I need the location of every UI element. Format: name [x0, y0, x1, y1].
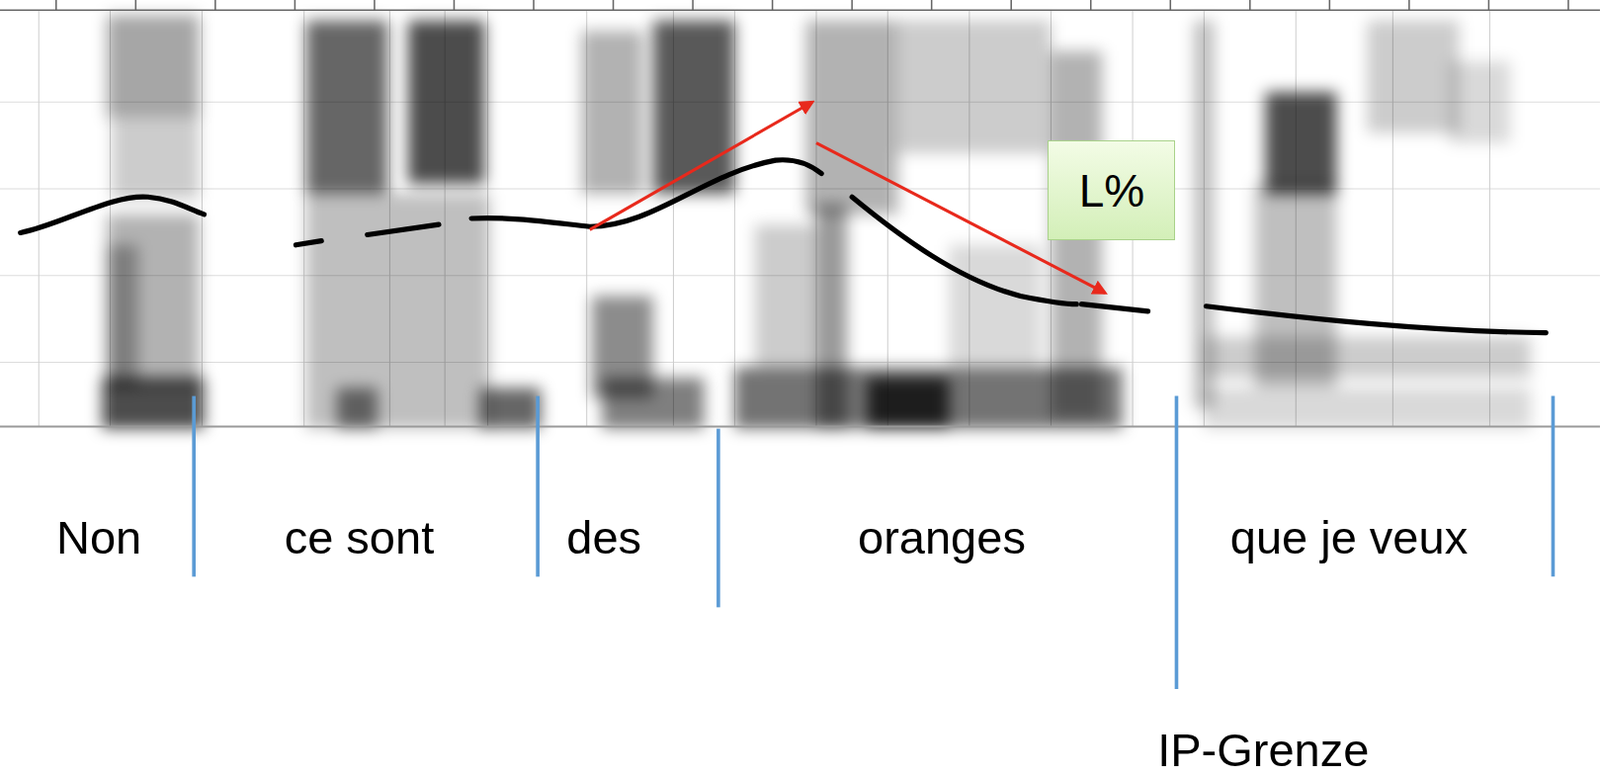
- word-label: ce sont: [284, 511, 435, 564]
- tone-label: L%: [1079, 164, 1145, 218]
- word-label: que je veux: [1230, 511, 1468, 564]
- word-label: des: [566, 511, 642, 564]
- boundary-label: IP-Grenze: [1157, 724, 1369, 776]
- word-label: oranges: [857, 511, 1026, 564]
- tone-box: L%: [1047, 140, 1176, 240]
- word-label: Non: [56, 511, 142, 564]
